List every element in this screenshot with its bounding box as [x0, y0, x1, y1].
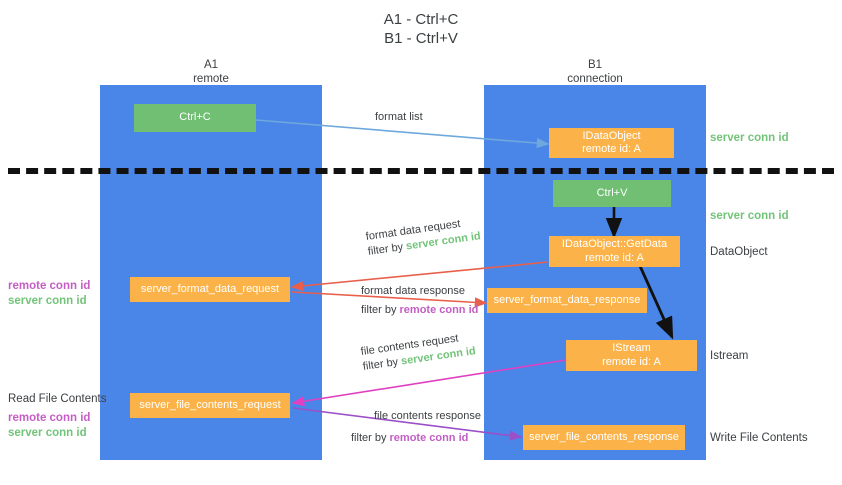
- node-server-file-contents-request: server_file_contents_request: [130, 393, 290, 418]
- annotation-istream: Istream: [710, 350, 749, 362]
- annotation-remote-conn-id-file: remote conn id: [8, 412, 91, 424]
- node-ctrl-c: Ctrl+C: [134, 104, 256, 132]
- edge-label-file-contents-response-filter: filter by remote conn id: [351, 431, 481, 446]
- annotation-remote-conn-id-format: remote conn id: [8, 280, 91, 292]
- lane-header-a1: A1 remote: [100, 58, 322, 86]
- node-server-format-data-request: server_format_data_request: [130, 277, 290, 302]
- edge-label-format-data-request: format data request filter by server con…: [365, 214, 482, 260]
- filter-prefix: filter by: [351, 432, 390, 444]
- lane-b1-title: B1: [587, 59, 603, 71]
- filter-prefix: filter by: [361, 304, 400, 316]
- phase-separator: [8, 168, 834, 174]
- title-line-2: B1 - Ctrl+V: [384, 30, 458, 47]
- edge-label-file-contents-response: file contents response filter by remote …: [351, 409, 482, 446]
- node-ctrl-v-label: Ctrl+V: [596, 186, 628, 199]
- title-line-1: A1 - Ctrl+C: [383, 11, 459, 28]
- node-server-format-data-request-label: server_format_data_request: [140, 282, 280, 295]
- node-idataobject-getdata: IDataObject::GetData remote id: A: [549, 236, 680, 267]
- filter-prefix: filter by: [367, 240, 407, 258]
- node-ctrl-c-label: Ctrl+C: [179, 111, 211, 124]
- annotation-group-file-contents: Read File Contents remote conn id server…: [8, 392, 106, 441]
- lane-header-b1: B1 connection: [484, 58, 706, 86]
- node-server-format-data-response-label: server_format_data_response: [493, 293, 641, 306]
- lane-a1-subtitle: remote: [193, 73, 229, 85]
- lane-a1-title: A1: [203, 59, 219, 71]
- node-istream-line2: remote id: A: [602, 355, 661, 368]
- node-istream: IStream remote id: A: [566, 340, 697, 371]
- node-idataobject-getdata-line1: IDataObject::GetData: [561, 238, 668, 250]
- edge-label-format-list: format list: [375, 110, 423, 125]
- node-server-file-contents-request-label: server_file_contents_request: [139, 398, 281, 411]
- node-idataobject: IDataObject remote id: A: [549, 128, 674, 158]
- filter-value-remote-conn-id: remote conn id: [389, 432, 469, 444]
- annotation-server-conn-id-top: server conn id: [710, 132, 789, 144]
- annotation-write-file-contents: Write File Contents: [710, 432, 808, 444]
- edge-label-format-data-response-line1: format data response: [361, 285, 465, 297]
- edge-label-format-list-text: format list: [375, 111, 423, 123]
- filter-prefix: filter by: [362, 355, 402, 373]
- edge-label-format-data-response: format data response filter by remote co…: [361, 284, 478, 318]
- annotation-dataobject: DataObject: [710, 246, 768, 258]
- annotation-read-file-contents: Read File Contents: [8, 393, 107, 405]
- edge-label-file-contents-request: file contents request filter by server c…: [360, 329, 477, 375]
- annotation-group-format-conn-ids: remote conn id server conn id: [8, 279, 90, 309]
- page-title: A1 - Ctrl+C B1 - Ctrl+V: [0, 10, 842, 48]
- node-server-file-contents-response: server_file_contents_response: [523, 425, 685, 450]
- node-server-file-contents-response-label: server_file_contents_response: [529, 430, 679, 443]
- edge-label-file-contents-response-line1: file contents response: [374, 410, 482, 422]
- node-ctrl-v: Ctrl+V: [553, 180, 671, 207]
- lane-b1-subtitle: connection: [567, 73, 623, 85]
- edge-label-format-data-response-filter: filter by remote conn id: [361, 303, 478, 318]
- node-idataobject-line2: remote id: A: [582, 143, 641, 155]
- annotation-server-conn-id-file: server conn id: [8, 427, 87, 439]
- node-idataobject-getdata-line2: remote id: A: [585, 251, 644, 264]
- node-istream-line1: IStream: [612, 342, 651, 354]
- node-server-format-data-response: server_format_data_response: [487, 288, 647, 313]
- annotation-server-conn-id-mid: server conn id: [710, 210, 789, 222]
- annotation-server-conn-id-format: server conn id: [8, 295, 87, 307]
- node-idataobject-line1: IDataObject: [582, 129, 641, 142]
- filter-value-remote-conn-id: remote conn id: [399, 304, 479, 316]
